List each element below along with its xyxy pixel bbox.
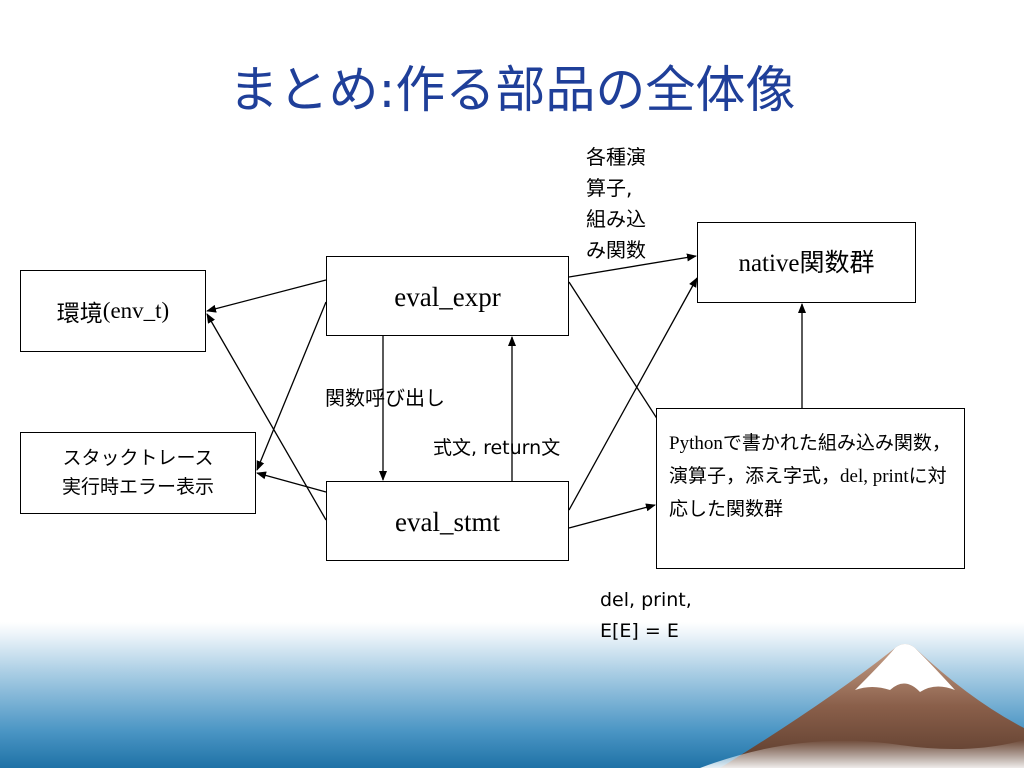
return-label-jp: 式文 (433, 437, 472, 459)
del-print-label: del, print, E[E] = E (600, 585, 692, 647)
python-label-part1: Python (669, 433, 723, 454)
native-label-suffix: 関数群 (799, 248, 875, 277)
operators-label-line3: 組み込 (586, 207, 646, 231)
mist-wave (700, 740, 1024, 768)
env-box: 環境(env_t) (20, 270, 206, 352)
python-functions-box: Pythonで書かれた組み込み関数，演算子，添え字式，del, printに対応… (656, 408, 965, 569)
operators-label: 各種演 算子, 組み込 み関数 (586, 142, 646, 266)
return-label-jp2: 文 (541, 437, 561, 459)
stack-trace-line2: 実行時エラー表示 (61, 476, 214, 498)
native-functions-box: native関数群 (697, 222, 916, 303)
mountain-silhouette (720, 644, 1024, 768)
stack-trace-box: スタックトレース 実行時エラー表示 (20, 432, 256, 514)
python-label-part3: del, print (840, 466, 909, 487)
stack-trace-line1: スタックトレース (62, 447, 214, 469)
operators-label-line4: み関数 (586, 238, 646, 262)
native-label-prefix: native (738, 250, 800, 277)
operators-label-line2: 算子, (586, 176, 633, 200)
eval-stmt-box: eval_stmt (326, 481, 569, 561)
slide-title: まとめ:作る部品の全体像 (228, 61, 796, 119)
del-print-line2: E[E] = E (600, 620, 679, 642)
python-label-part4: に対応した関数群 (669, 465, 947, 520)
return-statement-label: 式文, return文 (433, 433, 560, 464)
function-call-label: 関数呼び出し (325, 386, 445, 410)
return-label-en: , return (471, 437, 542, 459)
env-label-jp: 環境 (56, 301, 103, 327)
mountain-snowcap (855, 644, 955, 692)
eval-expr-box: eval_expr (326, 256, 569, 336)
python-label-part2: で書かれた組み込み関数，演算子，添え字式， (669, 432, 951, 487)
del-print-line1: del, print, (600, 589, 692, 611)
operators-label-line1: 各種演 (586, 145, 646, 169)
env-label-type: (env_t) (102, 298, 170, 323)
